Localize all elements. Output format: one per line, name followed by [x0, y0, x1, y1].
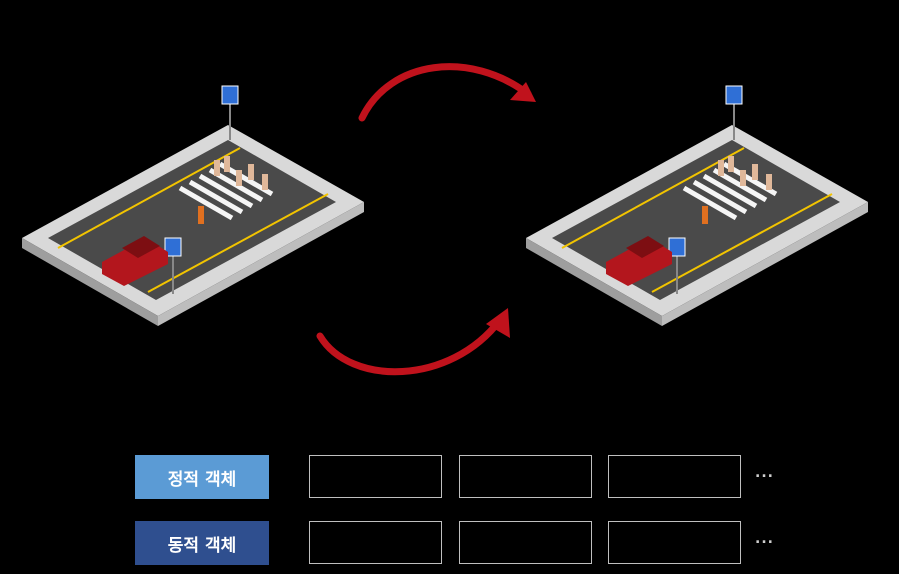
street-scene-before — [18, 80, 370, 330]
static-row-ellipsis: ... — [755, 465, 774, 481]
street-scene-after — [522, 80, 874, 330]
dynamic-row-ellipsis: ... — [755, 531, 774, 547]
static-object-label: 정적 객체 — [135, 455, 269, 499]
dynamic-object-box — [309, 521, 442, 564]
dynamic-object-box — [608, 521, 741, 564]
dynamic-object-label: 동적 객체 — [135, 521, 269, 565]
dynamic-object-box — [459, 521, 592, 564]
curved-arrow-bottom-icon — [316, 308, 510, 376]
curved-arrow-top-icon — [358, 63, 536, 122]
static-object-box — [608, 455, 741, 498]
static-object-box — [459, 455, 592, 498]
street-illustration — [22, 85, 364, 326]
street-illustration — [526, 85, 868, 326]
static-object-box — [309, 455, 442, 498]
